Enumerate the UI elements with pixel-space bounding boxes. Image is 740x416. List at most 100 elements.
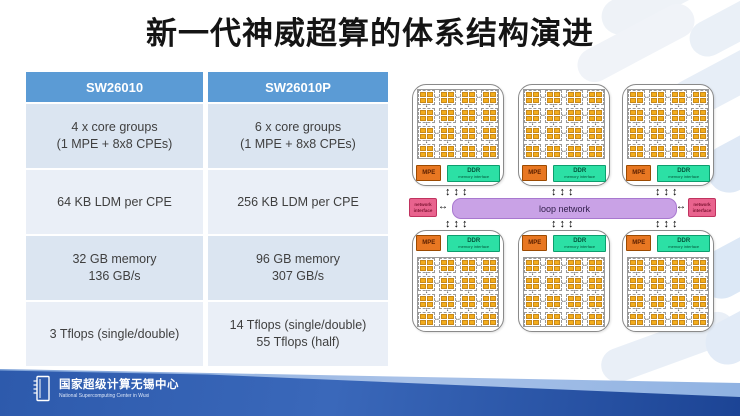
cpe-cluster — [439, 143, 456, 159]
cpe-core — [469, 313, 475, 319]
cpe-cluster — [670, 257, 687, 273]
cpe-core — [427, 151, 433, 157]
h-arrow-icon: ↔ — [435, 262, 439, 268]
cpe-core — [596, 115, 602, 121]
cpe-core — [679, 151, 685, 157]
cpe-core — [651, 133, 657, 139]
cpe-core — [700, 145, 706, 151]
v-arrow-icon: ↕ — [425, 122, 428, 126]
cpe-cluster — [691, 89, 708, 105]
connector-arrows: ↕↕↕ — [655, 218, 678, 230]
cpe-core — [637, 133, 643, 139]
h-arrow-icon: ↔ — [456, 94, 460, 100]
cpe-cluster — [628, 311, 645, 327]
cpe-core — [554, 133, 560, 139]
cpe-core — [469, 127, 475, 133]
cpe-cluster — [670, 293, 687, 309]
cpe-core — [568, 277, 574, 283]
cpe-core — [679, 277, 685, 283]
cpe-core — [483, 109, 489, 115]
h-arrow-icon: ↔ — [435, 280, 439, 286]
cpe-core — [693, 133, 699, 139]
cpe-core — [469, 283, 475, 289]
cpe-core — [533, 133, 539, 139]
cpe-core — [462, 277, 468, 283]
cpe-core — [427, 319, 433, 325]
v-arrow-icon: ↕ — [467, 272, 470, 276]
h-arrow-icon: ↔ — [562, 298, 566, 304]
cpe-core — [483, 277, 489, 283]
h-arrow-icon: ↔ — [541, 94, 545, 100]
cpe-core — [483, 133, 489, 139]
h-arrow-icon: ↔ — [645, 130, 649, 136]
cpe-core — [637, 109, 643, 115]
v-arrow-icon: ↕ — [425, 272, 428, 276]
cpe-core — [427, 91, 433, 97]
cpe-core — [637, 145, 643, 151]
cpe-cluster — [524, 257, 541, 273]
cpe-core — [420, 259, 426, 265]
cpe-core — [441, 277, 447, 283]
cpe-core — [700, 295, 706, 301]
cpe-core — [651, 313, 657, 319]
cpe-core — [547, 91, 553, 97]
v-arrow-icon: ↕ — [677, 308, 680, 312]
h-arrow-icon: ↔ — [583, 280, 587, 286]
cpe-core — [448, 91, 454, 97]
cpe-core — [533, 313, 539, 319]
cpe-core — [568, 133, 574, 139]
v-arrow-icon: ↕ — [425, 104, 428, 108]
cpe-cluster — [649, 125, 666, 141]
cpe-cluster — [649, 89, 666, 105]
cpe-cluster — [460, 143, 477, 159]
cpe-core — [533, 295, 539, 301]
cpe-core — [658, 319, 664, 325]
cpe-core — [526, 127, 532, 133]
h-arrow-icon: ↔ — [687, 112, 691, 118]
cpe-core — [533, 319, 539, 325]
v-arrow-icon: ↕ — [656, 122, 659, 126]
h-arrow-icon: ↔ — [645, 112, 649, 118]
cpe-core — [441, 145, 447, 151]
cpe-grid: ↔↔↔↕↕↕↕↔↔↔↕↕↕↕↔↔↔↕↕↕↕↔↔↔ — [417, 89, 499, 159]
cpe-core — [596, 109, 602, 115]
cpe-core — [526, 295, 532, 301]
cpe-core — [575, 115, 581, 121]
h-arrow-icon: ↔ — [435, 298, 439, 304]
cpe-core — [630, 319, 636, 325]
cpe-core — [679, 115, 685, 121]
cpe-core — [526, 301, 532, 307]
v-arrow-icon: ↕ — [425, 140, 428, 144]
v-arrow-icon: ↕ — [573, 272, 576, 276]
cpe-core — [441, 109, 447, 115]
cpe-core — [637, 265, 643, 271]
cpe-core — [420, 313, 426, 319]
v-arrow-icon: ↕ — [552, 122, 555, 126]
cpe-core — [533, 115, 539, 121]
cpe-core — [672, 301, 678, 307]
cpe-cluster — [587, 143, 604, 159]
cpe-core — [596, 283, 602, 289]
cpe-core — [490, 259, 496, 265]
cpe-cluster — [481, 125, 498, 141]
cpe-core — [596, 295, 602, 301]
cpe-core — [679, 97, 685, 103]
cpe-core — [589, 265, 595, 271]
cpe-core — [596, 319, 602, 325]
cpe-core — [483, 301, 489, 307]
cpe-core — [469, 295, 475, 301]
cpe-cluster — [566, 125, 583, 141]
v-arrow-icon: ↕ — [467, 290, 470, 294]
cpe-cluster — [439, 107, 456, 123]
cpe-core — [658, 91, 664, 97]
h-arrow-icon: ↔ — [541, 262, 545, 268]
network-interface-left: network interface — [409, 198, 437, 217]
cpe-core — [679, 145, 685, 151]
cpe-core — [658, 277, 664, 283]
cpe-core — [630, 301, 636, 307]
h-arrow-icon: ↔ — [562, 316, 566, 322]
cpe-core — [630, 313, 636, 319]
cpe-core — [420, 145, 426, 151]
